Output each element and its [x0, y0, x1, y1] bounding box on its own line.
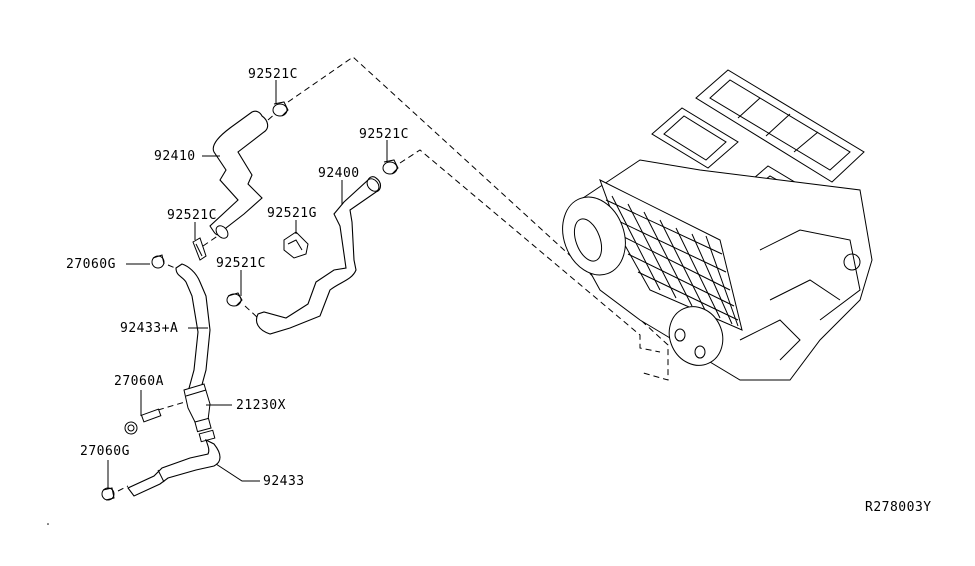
clip-92521g[interactable]: [283, 231, 309, 259]
hose-92433[interactable]: [127, 438, 221, 497]
label-92521c-mid-lower: 92521C: [216, 256, 266, 271]
dashed-line-bolt: [157, 401, 186, 411]
clamp-92521c-top[interactable]: [272, 101, 289, 117]
top-duct-left: [651, 107, 739, 169]
label-92521c-mid-left: 92521C: [167, 208, 217, 223]
label-92521g: 92521G: [267, 206, 317, 221]
actuator: [668, 306, 724, 366]
top-duct-frame: [695, 69, 865, 183]
callout-labels: 92521C 92410 92521C 92400 92521C 92521G …: [66, 67, 932, 515]
dashed-line-outer: [287, 56, 669, 381]
label-92433a: 92433+A: [120, 321, 178, 336]
grid-lines: [605, 195, 739, 327]
reference-code: R278003Y: [865, 500, 932, 515]
stray-dot: [47, 523, 49, 525]
dashed-line-clamp-a: [202, 232, 223, 247]
label-27060g-upper: 27060G: [66, 257, 116, 272]
leader-lines: [107, 80, 388, 488]
label-92521c-right: 92521C: [359, 127, 409, 142]
valve-21230x[interactable]: [183, 383, 216, 443]
label-21230x: 21230X: [236, 398, 286, 413]
clamp-92521c-mid-left[interactable]: [192, 237, 207, 261]
dashed-line-inner: [399, 149, 661, 353]
label-27060g-lower: 27060G: [80, 444, 130, 459]
hose-92400[interactable]: [255, 176, 382, 335]
label-92521c-top: 92521C: [248, 67, 298, 82]
label-92433: 92433: [263, 474, 305, 489]
heater-unit[interactable]: [552, 69, 873, 381]
label-92410: 92410: [154, 149, 196, 164]
hose-92410[interactable]: [209, 110, 269, 240]
bolt-27060a[interactable]: [124, 408, 162, 435]
dashed-line-hose-top: [267, 112, 277, 121]
dashed-line-clamp-b: [244, 305, 259, 319]
blower-motor: [562, 196, 626, 276]
clamp-27060g-upper[interactable]: [151, 254, 165, 269]
clamp-92521c-right[interactable]: [382, 159, 399, 175]
clamp-27060g-lower[interactable]: [101, 487, 115, 501]
dashed-line-clamp-d: [117, 485, 129, 492]
label-92400: 92400: [318, 166, 360, 181]
assembly-dashed-lines: [117, 56, 669, 492]
clamp-92521c-mid-lower[interactable]: [226, 292, 243, 307]
label-27060a: 27060A: [114, 374, 164, 389]
